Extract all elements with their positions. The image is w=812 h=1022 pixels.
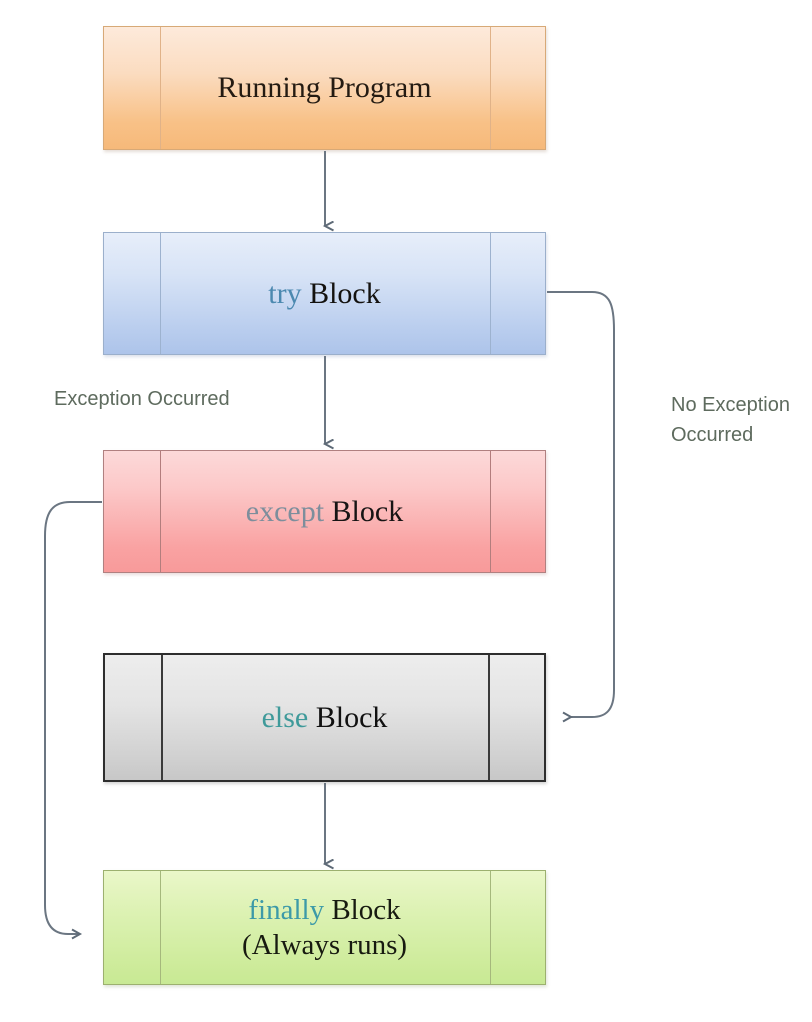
running-program-label: Running Program [217, 71, 432, 105]
try-block-suffix: Block [301, 276, 381, 310]
edge-except-to-finally [44, 501, 102, 940]
else-keyword: else [261, 700, 309, 734]
try-block[interactable]: try Block [103, 232, 546, 355]
edge-label-no-exception-occurred: No Exception Occurred [671, 394, 790, 446]
try-keyword: try [268, 276, 302, 310]
finally-block[interactable]: finally Block (Always runs) [103, 870, 546, 985]
finally-keyword: finally [248, 894, 325, 927]
try-block-label: try Block [260, 276, 389, 311]
else-block-suffix: Block [308, 700, 388, 734]
except-keyword: except [245, 494, 325, 528]
edge-try-to-else [547, 291, 615, 723]
edge-label-exception-occurred: Exception Occurred [54, 388, 230, 410]
finally-block-label: finally Block (Always runs) [234, 893, 415, 961]
finally-block-subtitle: (Always runs) [241, 928, 408, 961]
except-block[interactable]: except Block [103, 450, 546, 573]
else-block-label: else Block [254, 700, 396, 735]
else-block[interactable]: else Block [103, 653, 546, 782]
except-block-label: except Block [238, 494, 411, 529]
except-block-suffix: Block [324, 494, 404, 528]
running-program-block[interactable]: Running Program [103, 26, 546, 150]
finally-block-suffix: Block [324, 894, 401, 927]
